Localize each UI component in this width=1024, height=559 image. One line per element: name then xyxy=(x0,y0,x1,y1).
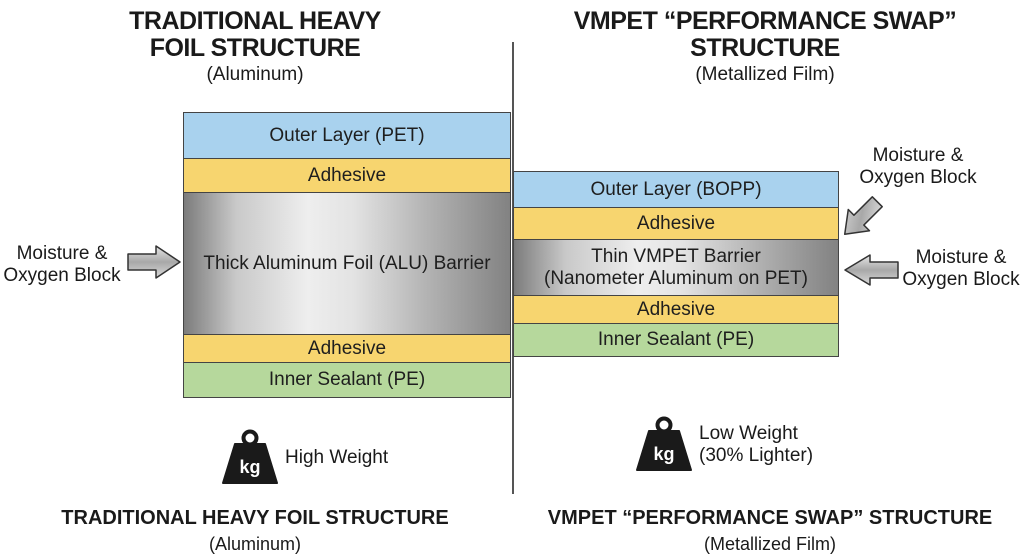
left-footer-subtitle: (Aluminum) xyxy=(208,534,301,554)
adhesive-layer-top-label: Adhesive xyxy=(307,164,387,186)
vmpet-adhesive-top: Adhesive xyxy=(513,208,839,240)
left-weight-label: High Weight xyxy=(285,447,389,468)
aluminum-foil-barrier: Thick Aluminum Foil (ALU) Barrier xyxy=(183,193,511,335)
vmpet-stack: Outer Layer (BOPP) Adhesive Thin VMPET B… xyxy=(513,171,839,357)
left-block-arrow-icon xyxy=(127,245,181,279)
vmpet-barrier-label-line2: (Nanometer Aluminum on PET) xyxy=(544,267,808,289)
right-side-moisture-label-line2: Oxygen Block xyxy=(902,269,1020,290)
left-weight-kg-icon: kg xyxy=(222,429,278,484)
right-subtitle: (Metallized Film) xyxy=(695,64,835,85)
right-weight-unit: kg xyxy=(653,444,674,464)
left-weight-unit: kg xyxy=(239,457,260,477)
right-top-moisture-label-line1: Moisture & xyxy=(872,145,964,166)
inner-sealant-pe: Inner Sealant (PE) xyxy=(183,363,511,398)
vmpet-adhesive-bottom: Adhesive xyxy=(513,296,839,324)
aluminum-foil-barrier-label: Thick Aluminum Foil (ALU) Barrier xyxy=(203,252,491,274)
vmpet-adhesive-bottom-label: Adhesive xyxy=(636,298,716,320)
right-side-moisture-label-line1: Moisture & xyxy=(915,247,1007,268)
right-footer-title: VMPET “PERFORMANCE SWAP” STRUCTURE xyxy=(547,507,993,529)
right-weight-label: Low Weight (30% Lighter) xyxy=(699,423,813,467)
left-title-line1: TRADITIONAL HEAVY xyxy=(129,7,381,35)
right-footer-subtitle: (Metallized Film) xyxy=(703,534,836,554)
outer-layer-pet: Outer Layer (PET) xyxy=(183,112,511,159)
vmpet-inner-sealant-label: Inner Sealant (PE) xyxy=(597,329,755,350)
traditional-foil-stack: Outer Layer (PET) Adhesive Thick Aluminu… xyxy=(183,112,511,398)
vmpet-adhesive-top-label: Adhesive xyxy=(636,212,716,234)
left-moisture-label-line1: Moisture & xyxy=(16,243,108,264)
right-weight-kg-icon: kg xyxy=(636,416,692,471)
vmpet-barrier: Thin VMPET Barrier (Nanometer Aluminum o… xyxy=(513,240,839,296)
right-title-line1: VMPET “PERFORMANCE SWAP” xyxy=(573,7,957,35)
vmpet-barrier-label-line1: Thin VMPET Barrier xyxy=(591,245,761,267)
inner-sealant-pe-label: Inner Sealant (PE) xyxy=(268,369,426,390)
left-footer-title: TRADITIONAL HEAVY FOIL STRUCTURE xyxy=(61,507,449,529)
adhesive-layer-bottom-label: Adhesive xyxy=(307,337,387,359)
left-subtitle: (Aluminum) xyxy=(206,64,304,85)
left-moisture-label-line2: Oxygen Block xyxy=(3,265,121,286)
vmpet-inner-sealant: Inner Sealant (PE) xyxy=(513,324,839,357)
left-title-line2: FOIL STRUCTURE xyxy=(149,34,361,62)
adhesive-layer-bottom: Adhesive xyxy=(183,335,511,363)
right-top-moisture-block-label: Moisture & Oxygen Block xyxy=(848,145,988,189)
right-weight-label-line2: (30% Lighter) xyxy=(699,445,814,466)
right-title-line2: STRUCTURE xyxy=(690,34,840,62)
outer-layer-bopp-label: Outer Layer (BOPP) xyxy=(590,178,762,200)
right-top-block-arrow-icon xyxy=(843,196,883,236)
outer-layer-pet-label: Outer Layer (PET) xyxy=(269,124,425,146)
left-moisture-block-label: Moisture & Oxygen Block xyxy=(0,243,124,287)
outer-layer-bopp: Outer Layer (BOPP) xyxy=(513,171,839,208)
adhesive-layer-top: Adhesive xyxy=(183,159,511,193)
right-side-block-arrow-icon xyxy=(844,254,899,286)
right-weight-label-line1: Low Weight xyxy=(699,423,798,444)
right-side-moisture-block-label: Moisture & Oxygen Block xyxy=(898,247,1024,291)
right-top-moisture-label-line2: Oxygen Block xyxy=(859,167,977,188)
